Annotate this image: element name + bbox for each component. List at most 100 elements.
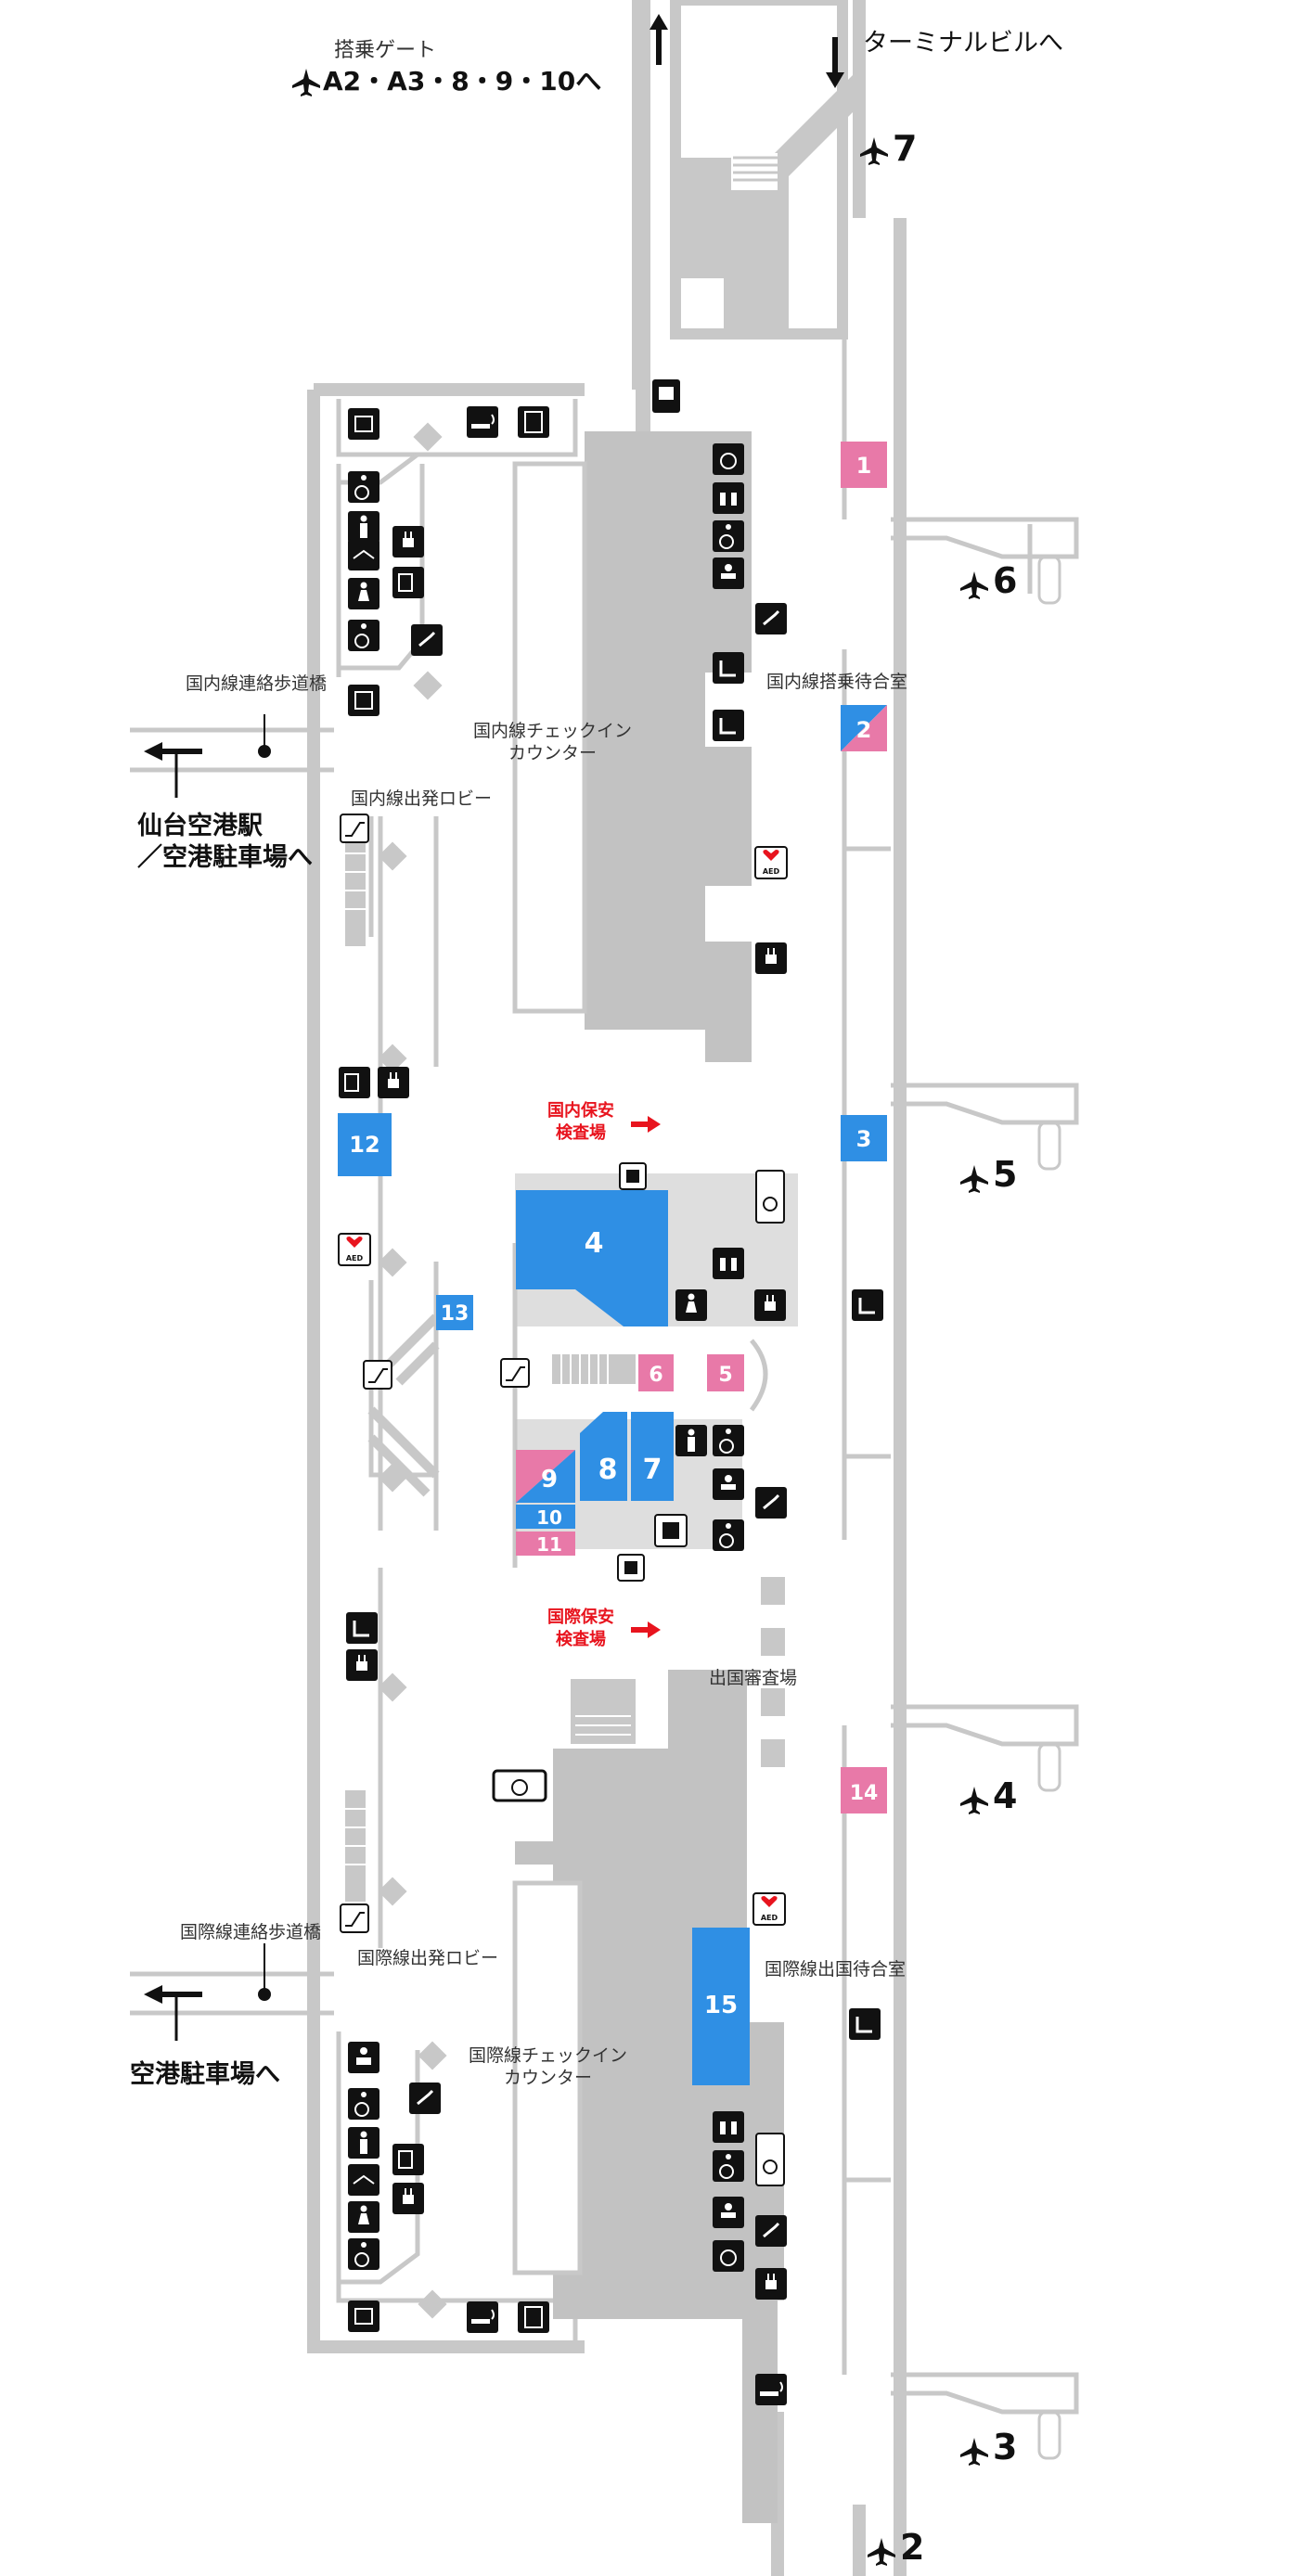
nursing-room-icon [713, 443, 744, 475]
mens-restroom-icon [348, 2127, 379, 2159]
changing-room-icon [348, 539, 379, 570]
jet-bridge-stairs [1037, 555, 1061, 2460]
parking-label: 空港駐車場へ [130, 2060, 280, 2089]
spot-15 [692, 1928, 750, 2085]
escalator-icon [340, 1903, 369, 1933]
plane-icon [868, 2538, 895, 2566]
mens-restroom-icon [675, 1425, 707, 1456]
boarding-gate-title: 搭乗ゲート [334, 39, 437, 62]
info-desk-icon [348, 2042, 379, 2073]
charging-icon [392, 2144, 424, 2175]
spot-label: 7 [643, 1454, 662, 1486]
domestic-parking-label: ／空港駐車場へ [137, 843, 313, 872]
drinking-water-icon [755, 2215, 787, 2247]
arrow-left-icon [144, 1985, 202, 2004]
spot-label: 11 [536, 1533, 562, 1556]
facility-icons: AED AED [338, 379, 883, 2405]
domestic-security-label: 国内保安 検査場 [547, 1101, 614, 1143]
elevator-icon [619, 1162, 647, 1190]
smoking-icon [467, 2301, 498, 2333]
womens-restroom-icon [348, 2201, 379, 2233]
gate-3-label: 3 [993, 2427, 1018, 2467]
arrow-left-icon [144, 742, 202, 761]
spot-14 [841, 1767, 887, 1813]
aed-icon: AED [338, 1233, 371, 1266]
massage-chair-icon [713, 710, 744, 741]
spot-11 [516, 1532, 575, 1556]
spot-8 [580, 1412, 627, 1501]
info-icon [652, 379, 680, 413]
spot-label: 8 [598, 1454, 618, 1486]
terminal-building-label: ターミナルビルへ [863, 29, 1063, 58]
power-outlet-icon [378, 1067, 409, 1098]
numbered-spots: 1 2 3 4 5 6 7 8 9 10 11 12 13 14 15 [338, 442, 887, 2085]
spot-label: 13 [441, 1302, 469, 1326]
locker-icon [654, 1514, 688, 1547]
drinking-water-icon [411, 624, 443, 656]
spot-label: 5 [718, 1364, 732, 1387]
gate-4-label: 4 [993, 1775, 1018, 1816]
massage-chair-icon [346, 1612, 378, 1644]
wheelchair-icon [713, 1425, 744, 1456]
svg-text:AED: AED [761, 1914, 778, 1922]
locker-icon [348, 2300, 379, 2332]
restroom-icon [713, 482, 744, 514]
drinking-water-icon [409, 2083, 441, 2114]
spot-5 [707, 1354, 744, 1391]
spot-label: 9 [541, 1466, 558, 1493]
wheelchair-icon [348, 620, 379, 651]
spot-12 [338, 1113, 392, 1176]
domestic-lobby-label: 国内線出発ロビー [351, 788, 493, 809]
escalator-icon [363, 1360, 392, 1390]
spot-label: 15 [704, 1992, 738, 2019]
plane-icon [960, 2438, 988, 2466]
direction-arrows [144, 14, 844, 2041]
gate-7-label: 7 [893, 128, 918, 169]
domestic-bridge-label: 国内線連絡歩道橋 [186, 673, 328, 694]
wheelchair-icon [348, 471, 379, 503]
pedestrian-bridges [130, 727, 334, 2016]
aed-icon: AED [752, 1892, 786, 1926]
baby-changing-icon [713, 1468, 744, 1500]
gate-5-label: 5 [993, 1154, 1018, 1195]
spot-label: 2 [856, 717, 872, 743]
arrow-down-icon [826, 37, 844, 88]
international-zone [512, 1577, 785, 2523]
atm-icon [348, 685, 379, 716]
immigration-label: 出国審査場 [709, 1668, 798, 1688]
vending-icon [518, 2301, 549, 2333]
spot-label: 14 [850, 1782, 879, 1805]
plane-icon [960, 1165, 988, 1193]
accessible-elevator-icon [755, 1170, 785, 1224]
escalator-icon [340, 814, 369, 843]
spot-label: 1 [856, 453, 872, 479]
international-security-label: 国際保安 検査場 [547, 1608, 614, 1649]
wheelchair-icon [713, 1519, 744, 1551]
gate-2-label: 2 [900, 2527, 925, 2568]
spot-1 [841, 442, 887, 488]
arrow-right-icon [631, 1621, 661, 1638]
baby-changing-icon [713, 2197, 744, 2228]
massage-chair-icon [852, 1289, 883, 1321]
spot-label: 4 [585, 1227, 604, 1260]
international-bridge-label: 国際線連絡歩道橋 [180, 1922, 322, 1942]
international-checkin-label: 国際線チェックイン カウンター [469, 2045, 628, 2088]
international-lobby-label: 国際線出発ロビー [357, 1948, 499, 1968]
boarding-gate-list: A2・A3・8・9・10へ [323, 66, 602, 96]
domestic-checkin-label: 国内線チェックイン カウンター [473, 721, 633, 763]
power-outlet-icon [392, 526, 424, 557]
svg-text:AED: AED [346, 1254, 364, 1262]
accessible-elevator-icon [755, 2133, 785, 2186]
arrow-up-icon [650, 14, 668, 65]
restroom-icon [713, 2111, 744, 2143]
changing-room-icon [348, 2164, 379, 2196]
locker-icon [348, 408, 379, 440]
wheelchair-icon [713, 2150, 744, 2182]
spot-3 [841, 1115, 887, 1161]
north-corridor [636, 0, 854, 436]
spot-label: 6 [649, 1364, 662, 1387]
spot-13 [436, 1295, 473, 1330]
nursing-room-icon [713, 2240, 744, 2272]
massage-chair-icon [849, 2008, 881, 2040]
power-outlet-icon [754, 1289, 786, 1321]
